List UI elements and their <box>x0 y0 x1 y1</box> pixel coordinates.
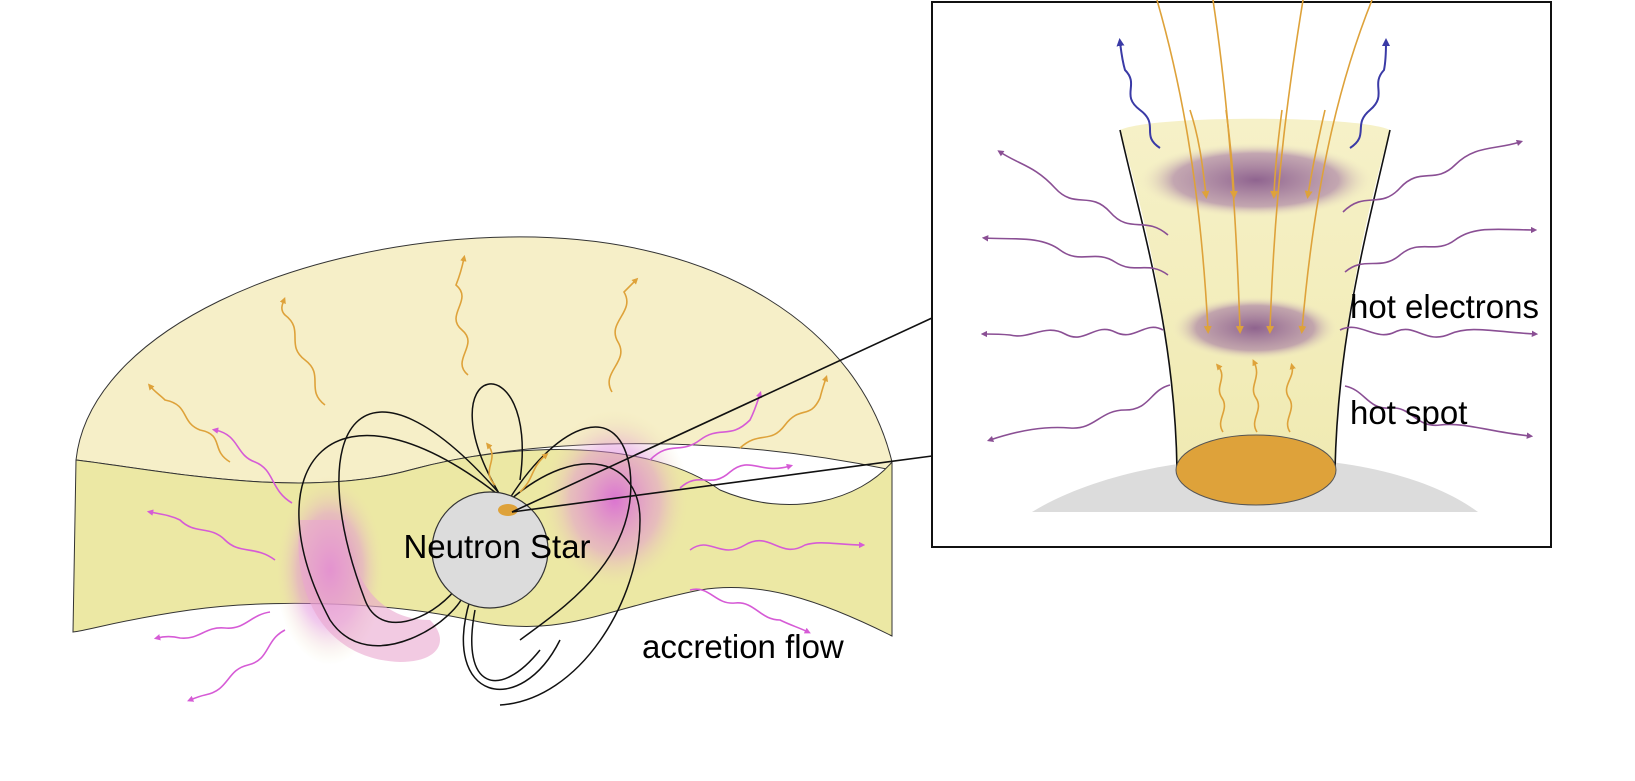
hot-spot-disc <box>1175 434 1337 506</box>
purple-photon-arrow <box>1344 385 1534 439</box>
magenta-photon-arrow <box>689 588 811 634</box>
corona-dome <box>75 236 893 484</box>
magenta-photon-arrow <box>679 463 794 489</box>
orange-photon-arrow <box>608 277 639 393</box>
orange-photon-arrow <box>1215 363 1226 433</box>
magenta-photon-arrow <box>211 427 293 504</box>
neutron-star <box>431 491 549 609</box>
zoom-connector <box>511 317 933 513</box>
neutron-star-label: Neutron Star <box>403 528 590 565</box>
orange-photon-group <box>147 254 829 493</box>
magenta-photon-group <box>146 390 866 702</box>
hot-spot-label: hot spot <box>1350 394 1467 431</box>
infall-arrow <box>1225 109 1238 199</box>
magenta-photon-arrow <box>649 390 763 461</box>
magenta-photon-arrow <box>146 509 276 561</box>
orange-photon-arrow <box>1285 362 1296 433</box>
purple-photon-arrow <box>1339 326 1539 338</box>
orange-photon-arrow <box>519 452 549 493</box>
purple-photon-group <box>980 139 1539 443</box>
magnetic-funnel-right <box>540 410 690 590</box>
purple-photon-arrow <box>981 235 1169 276</box>
purple-photon-arrow <box>997 150 1169 236</box>
purple-photon-arrow <box>1342 139 1524 213</box>
accretion-flow-label: accretion flow <box>642 628 844 665</box>
infall-arrow <box>1266 0 1304 334</box>
orange-photon-arrow <box>279 297 326 406</box>
orange-photon-arrow <box>739 374 829 449</box>
purple-photon-arrow <box>986 384 1171 443</box>
blue-photon-arrow <box>1116 38 1161 149</box>
electron-cloud-lower <box>1171 296 1339 360</box>
hotspot-photons <box>1215 359 1296 433</box>
orange-photon-arrow <box>1252 359 1260 433</box>
orange-photon-arrow <box>486 442 496 486</box>
purple-photon-arrow <box>1344 226 1538 273</box>
electron-cloud-upper <box>1138 142 1374 218</box>
polar-hot-spot <box>498 504 518 516</box>
orange-photon-arrow <box>147 383 231 463</box>
infall-arrow <box>1156 0 1212 334</box>
blue-photon-group <box>1116 38 1390 149</box>
magenta-photon-arrow <box>153 611 271 641</box>
hot-electrons-label: hot electrons <box>1350 288 1539 325</box>
orange-photon-arrow <box>455 254 469 376</box>
infall-arrow <box>1298 0 1373 334</box>
infall-arrow <box>1270 109 1283 199</box>
magnetic-field-lines <box>298 383 641 706</box>
purple-photon-arrow <box>980 326 1164 338</box>
infall-streams <box>1156 0 1373 334</box>
magenta-photon-arrow <box>187 629 286 702</box>
zoom-inset: hot electrons hot spot <box>931 0 1552 548</box>
magenta-photon-arrow <box>689 539 866 551</box>
infall-arrow <box>1304 109 1326 199</box>
blue-photon-arrow <box>1349 38 1390 149</box>
infall-arrow <box>1189 109 1210 199</box>
magnetic-funnel-left <box>275 475 440 665</box>
